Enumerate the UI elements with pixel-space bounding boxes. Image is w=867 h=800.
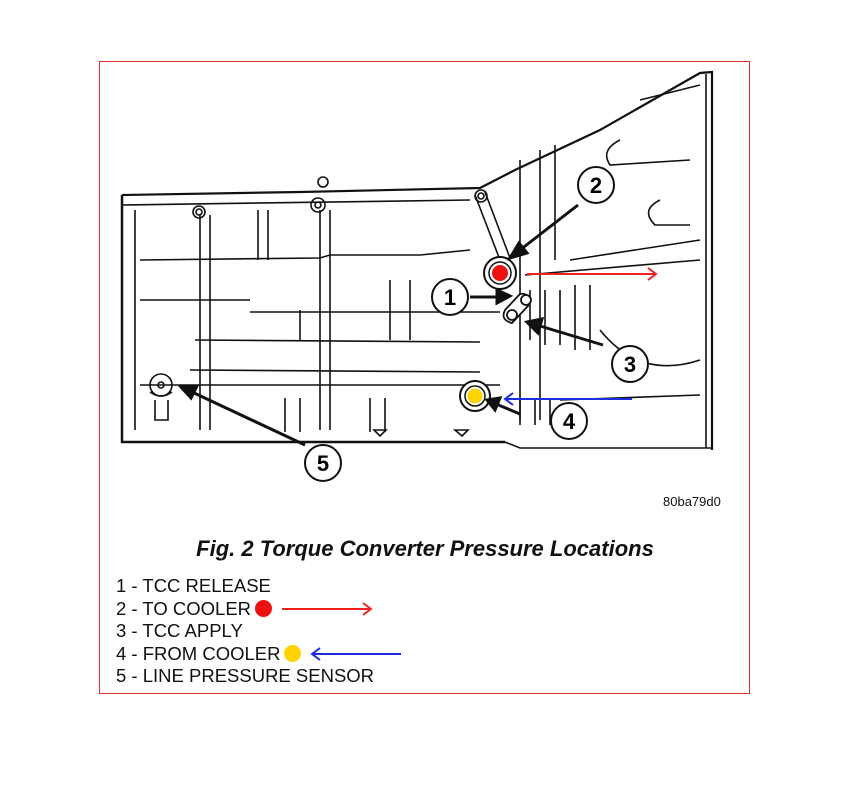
callout-5: 5 xyxy=(304,444,342,482)
svg-text:1: 1 xyxy=(444,285,456,310)
legend-item-line-pressure-sensor: 5 - LINE PRESSURE SENSOR xyxy=(116,665,404,688)
to-cooler-flow-arrow xyxy=(527,267,658,281)
legend-label: 4 - FROM COOLER xyxy=(116,642,281,664)
legend-item-tcc-apply: 3 - TCC APPLY xyxy=(116,620,404,643)
svg-text:5: 5 xyxy=(317,451,329,476)
callout-2: 2 xyxy=(577,166,615,204)
port-from-cooler xyxy=(459,380,491,412)
callout-leaders xyxy=(177,203,604,447)
legend-label: 3 - TCC APPLY xyxy=(116,620,243,641)
legend: 1 - TCC RELEASE 2 - TO COOLER 3 - TCC AP… xyxy=(116,575,404,688)
port-to-cooler xyxy=(483,256,517,290)
figure-code: 80ba79d0 xyxy=(663,494,721,509)
yellow-dot-icon xyxy=(284,645,302,663)
svg-text:3: 3 xyxy=(624,352,636,377)
red-dot-icon xyxy=(255,600,273,618)
red-port-dot xyxy=(492,265,508,281)
port-tcc-release-apply xyxy=(502,292,532,325)
arrow-right-icon xyxy=(282,601,373,616)
legend-label: 1 - TCC RELEASE xyxy=(116,575,271,596)
legend-item-tcc-release: 1 - TCC RELEASE xyxy=(116,575,404,598)
figure-frame xyxy=(99,61,750,694)
yellow-port-dot xyxy=(467,388,483,404)
arrow-left-icon xyxy=(310,646,402,661)
legend-label: 5 - LINE PRESSURE SENSOR xyxy=(116,665,375,686)
svg-text:2: 2 xyxy=(590,173,602,198)
from-cooler-flow-arrow xyxy=(503,392,632,406)
legend-item-to-cooler: 2 - TO COOLER xyxy=(116,598,404,621)
legend-label: 2 - TO COOLER xyxy=(116,597,252,619)
legend-item-from-cooler: 4 - FROM COOLER xyxy=(116,643,404,666)
callout-3: 3 xyxy=(611,345,649,383)
callout-4: 4 xyxy=(550,402,588,440)
svg-text:4: 4 xyxy=(563,409,576,434)
transmission-housing xyxy=(120,70,714,450)
figure-title: Fig. 2 Torque Converter Pressure Locatio… xyxy=(196,536,654,561)
callout-1: 1 xyxy=(431,278,469,316)
